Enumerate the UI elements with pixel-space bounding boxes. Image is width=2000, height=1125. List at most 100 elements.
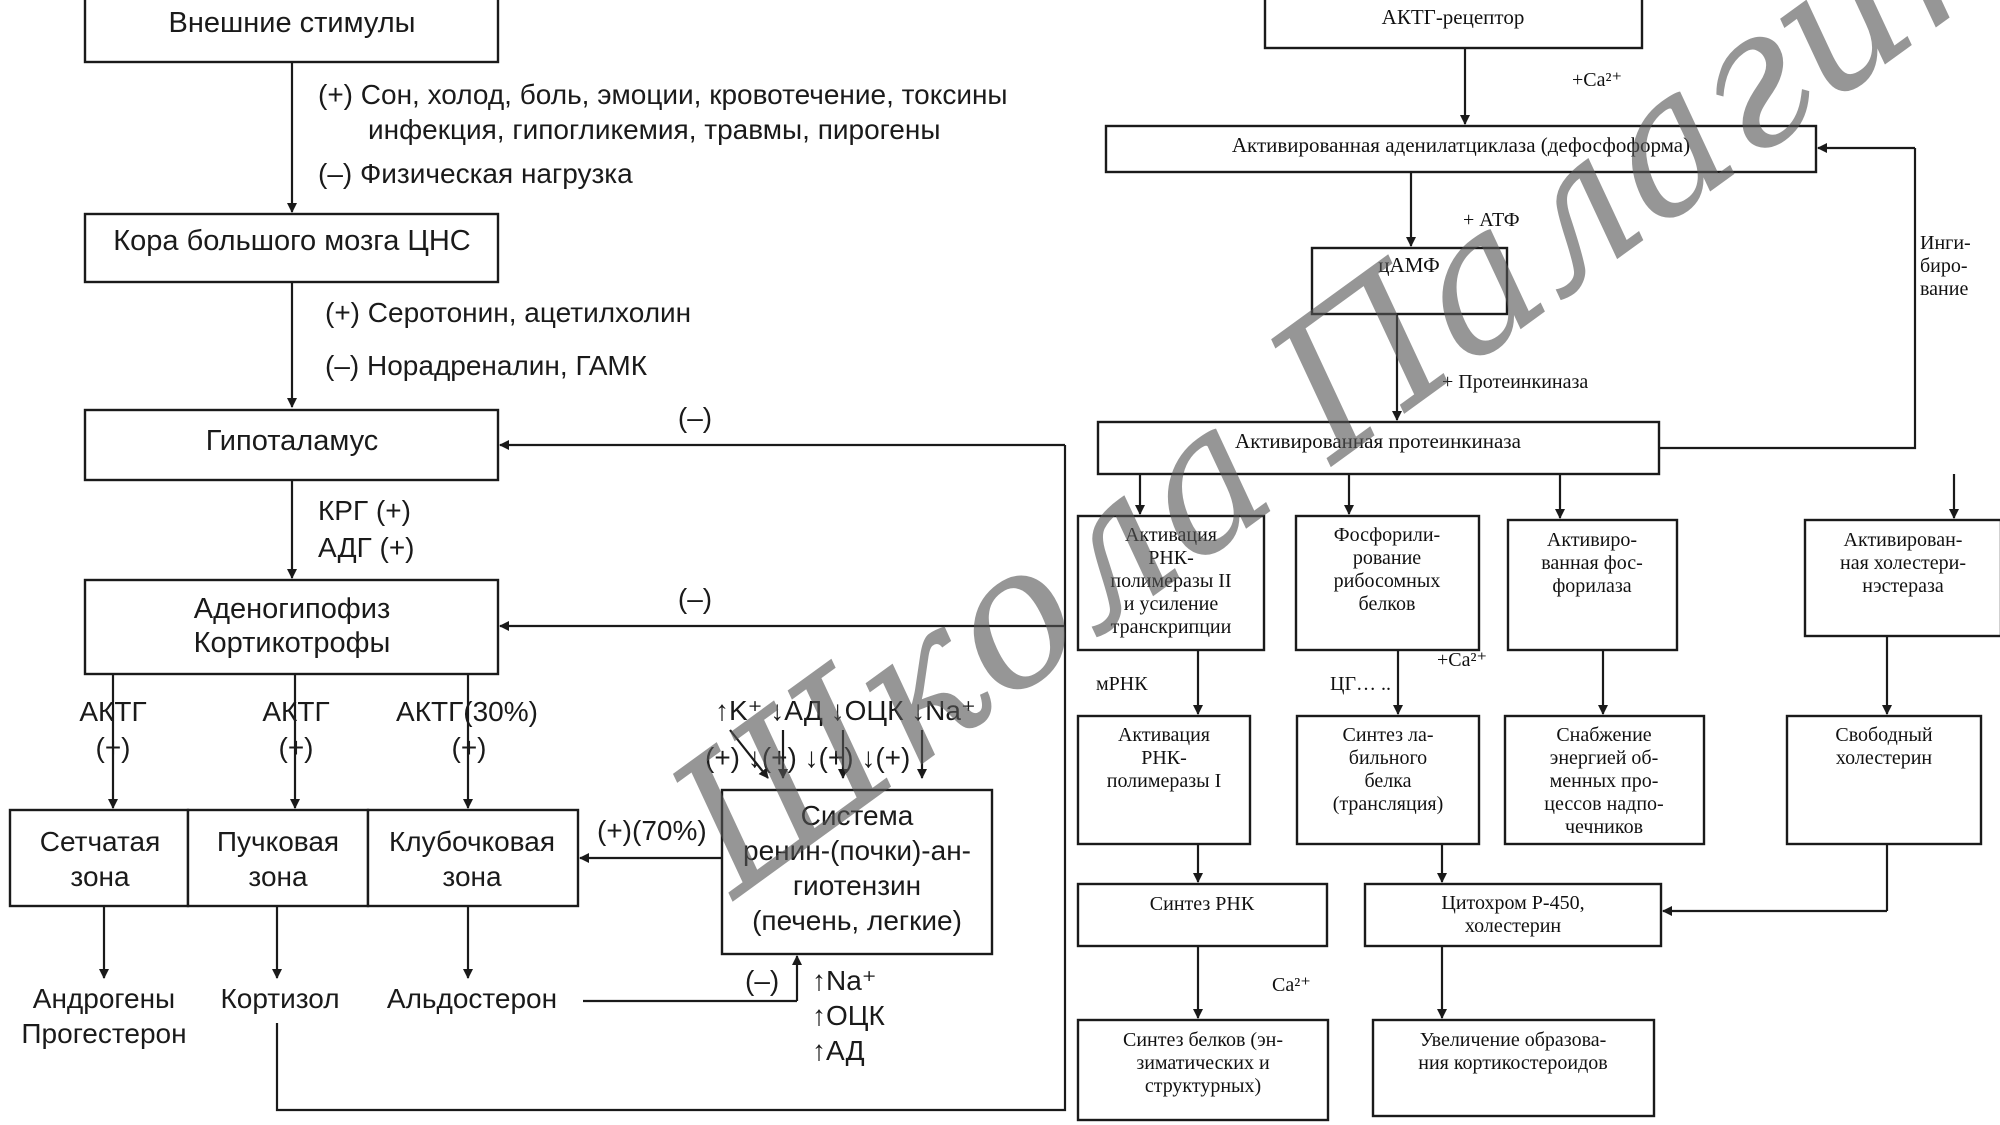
actg-label-3: АКТГ(30%) (396, 696, 538, 727)
actg-sign-3: (+) (452, 732, 487, 763)
b2-line-4: белков (1359, 593, 1416, 615)
protein-synthesis-line-1: Синтез белков (эн- (1123, 1029, 1283, 1051)
rna-polymerase-i-box (1076, 714, 1252, 846)
c3-line-4: цессов надпо- (1544, 793, 1663, 815)
output-aldosterone: Альдостерон (387, 983, 557, 1014)
adenohypophysis-box (83, 578, 500, 676)
c3-line-2: энергией об- (1550, 747, 1659, 769)
cytochrome-box (1363, 882, 1663, 948)
zone-fascicular-box (186, 808, 370, 908)
output-progesterone: Прогестерон (21, 1018, 186, 1049)
b2-line-3: рибосомных (1334, 570, 1441, 592)
corticosteroid-line-2: ния кортикостероидов (1418, 1052, 1608, 1074)
arrow-trigger-k (729, 729, 769, 779)
c2-line-1: Синтез ла- (1342, 724, 1433, 746)
c1-line-2: РНК- (1141, 747, 1187, 769)
aldosterone-minus: (–) (745, 965, 779, 996)
b1-line-4: и усиление (1124, 593, 1219, 615)
cortex-plus: (+) Серотонин, ацетилхолин (325, 297, 691, 328)
c3-line-5: чечников (1565, 816, 1643, 838)
b4-line-2: ная холестери- (1840, 552, 1966, 574)
c2-line-4: (трансляция) (1333, 793, 1444, 815)
c2-line-3: белка (1364, 770, 1411, 792)
zone-glomerular-box (366, 808, 580, 908)
ca-low: Ca²⁺ (1272, 974, 1311, 996)
ras-triggers: ↑K⁺ ↓АД ↓ОЦК ↓Na⁺ (715, 695, 976, 726)
aldosterone-effect-ock: ↑ОЦК (812, 1000, 885, 1031)
output-androgens: Андрогены (33, 983, 175, 1014)
zone-glomerular-label-2: зона (442, 861, 502, 892)
cg-label: ЦГ… .. (1330, 673, 1391, 695)
free-cholesterol-box (1785, 714, 1983, 846)
rna-synthesis-box (1076, 882, 1329, 948)
camp-box (1310, 246, 1509, 316)
cholesterol-esterase-box (1803, 518, 2000, 638)
zone-reticular-label-1: Сетчатая (40, 826, 160, 857)
b1-line-2: РНК- (1148, 547, 1194, 569)
b2-line-2: рование (1353, 547, 1421, 569)
c2-line-2: бильного (1349, 747, 1427, 769)
external-stimuli-box (83, 0, 500, 64)
rna-polymerase-ii-box (1076, 514, 1266, 652)
c3-line-3: менных про- (1550, 770, 1659, 792)
cortex-box (83, 212, 500, 284)
inhibition-line (1659, 148, 1917, 450)
ca-top: +Ca²⁺ (1572, 69, 1622, 91)
hypothalamus-feedback-sign: (–) (678, 402, 712, 433)
mrna-label: мРНК (1096, 673, 1148, 695)
b1-line-3: полимеразы II (1110, 570, 1231, 592)
rna-synthesis-label: Синтез РНК (1150, 893, 1255, 915)
energy-supply-box (1503, 714, 1706, 846)
protein-kinase-plus: + Протеинкиназа (1442, 371, 1588, 393)
inhibition-label-3: вание (1920, 278, 1968, 300)
hypothalamus-label: Гипоталамус (206, 425, 379, 457)
b4-line-3: нэстераза (1862, 575, 1944, 597)
camp-label: цАМФ (1378, 253, 1439, 277)
cytochrome-line-2: холестерин (1465, 915, 1562, 937)
inhibition-label-1: Инги- (1920, 232, 1971, 254)
aldosterone-effect-ad: ↑АД (812, 1035, 865, 1066)
labile-protein-box (1295, 714, 1481, 846)
b2-line-1: Фосфорили- (1334, 524, 1440, 546)
adeno-feedback-sign: (–) (678, 583, 712, 614)
b1-line-5: транскрипции (1111, 616, 1232, 638)
ribosomal-phosphorylation-box (1294, 514, 1481, 652)
ras-label-3: гиотензин (793, 870, 921, 901)
cortex-minus: (–) Норадреналин, ГАМК (325, 350, 648, 381)
adenylate-label: Активированная аденилатциклаза (дефосфоф… (1232, 133, 1690, 157)
protein-kinase-label: Активированная протеинкиназа (1235, 429, 1522, 453)
external-stimuli-label: Внешние стимулы (168, 7, 415, 39)
c3-line-1: Снабжение (1556, 724, 1651, 746)
cortex-label: Кора большого мозга ЦНС (113, 225, 471, 257)
adeno-label-1: Аденогипофиз (194, 593, 391, 625)
actg-sign-2: (+) (279, 732, 314, 763)
ras-label-4: (печень, легкие) (752, 905, 962, 936)
protein-synthesis-line-2: зиматических и (1136, 1052, 1270, 1074)
cortisol-feedback-line (275, 445, 1067, 1112)
zone-fascicular-label-1: Пучковая (217, 826, 339, 857)
inhibition-label-2: биро- (1920, 255, 1968, 277)
corticosteroid-increase-box (1371, 1018, 1656, 1118)
b3-line-3: форилаза (1552, 575, 1631, 597)
actg-sign-1: (+) (96, 732, 131, 763)
protein-synthesis-line-3: структурных) (1145, 1075, 1261, 1097)
stimuli-minus: (–) Физическая нагрузка (318, 158, 633, 189)
c4-line-2: холестерин (1836, 747, 1933, 769)
output-cortisol: Кортизол (220, 983, 339, 1014)
ras-trigger-signs: (+) ↓(+) ↓(+) ↓(+) (705, 742, 910, 773)
actg-label-1: АКТГ (79, 696, 146, 727)
stimuli-plus-line2: инфекция, гипогликемия, травмы, пирогены (368, 114, 940, 145)
protein-synthesis-box (1076, 1018, 1330, 1122)
receptor-label: АКТГ-рецептор (1382, 5, 1525, 29)
adg-label: АДГ (+) (318, 532, 415, 563)
krg-label: КРГ (+) (318, 495, 411, 526)
stimuli-plus-line1: (+) Сон, холод, боль, эмоции, кровотечен… (318, 79, 1008, 110)
c1-line-1: Активация (1118, 724, 1210, 746)
adenylate-box (1104, 124, 1818, 174)
phosphorylase-box (1506, 518, 1679, 652)
b4-line-1: Активирован- (1844, 529, 1963, 551)
receptor-box (1263, 0, 1644, 50)
zone-glomerular-label-1: Клубочковая (389, 826, 555, 857)
atp-label: + АТФ (1463, 209, 1520, 231)
